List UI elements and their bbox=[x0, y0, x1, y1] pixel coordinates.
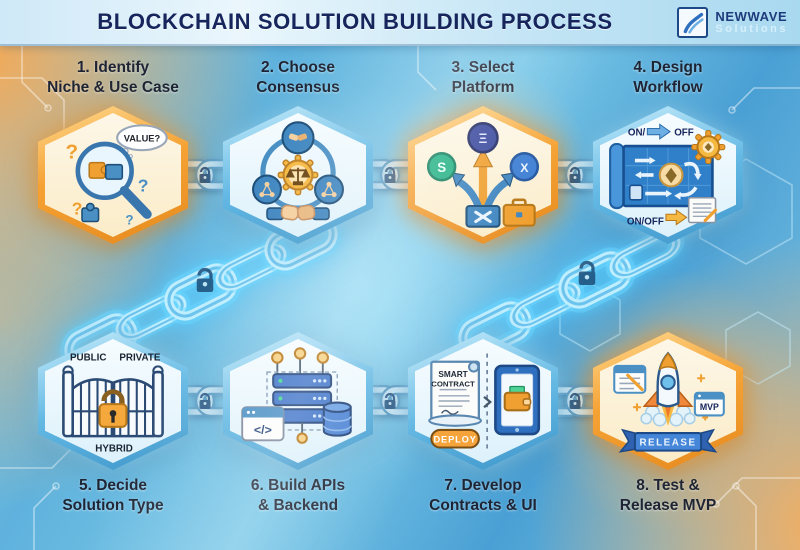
mvp-label: MVP bbox=[700, 402, 719, 412]
rocket-launch-icon: MVP RELEASE bbox=[613, 351, 725, 453]
value-bubble-label: VALUE? bbox=[124, 133, 161, 143]
contract-label: CONTRACT bbox=[431, 380, 475, 389]
blockchain-chain-right-icon bbox=[455, 218, 715, 358]
x-coin-label: X bbox=[520, 161, 529, 175]
hybrid-label: HYBRID bbox=[95, 444, 133, 455]
step-5-hexagon: PUBLIC PRIVATE bbox=[38, 332, 188, 470]
svg-text:?: ? bbox=[72, 198, 83, 218]
magnifier-puzzle-icon: VALUE? ? ? ? ? bbox=[65, 124, 168, 228]
toggle-on-label: ON/ bbox=[628, 128, 646, 139]
step-8-hexagon: MVP RELEASE bbox=[593, 332, 743, 470]
logo-brand: NEWWAVE bbox=[715, 8, 788, 24]
step-6-label: 6. Build APIs& Backend bbox=[250, 477, 346, 515]
toggle-off-label: OFF bbox=[674, 128, 694, 139]
logo-subtitle: Solutions bbox=[715, 22, 788, 35]
workflow-blueprint-icon: ON/ OFF bbox=[609, 123, 726, 228]
solana-coin-label: S bbox=[437, 160, 446, 175]
step-3-hexagon: Ξ S X bbox=[408, 106, 558, 244]
svg-text:?: ? bbox=[65, 140, 78, 163]
step-7-hexagon: SMART CONTRACT DEPLOY bbox=[408, 332, 558, 470]
consensus-network-icon bbox=[252, 121, 344, 221]
code-label: </> bbox=[254, 423, 272, 437]
smart-label: SMART bbox=[438, 370, 467, 379]
server-backend-icon: </> bbox=[241, 347, 352, 444]
smart-contract-ui-icon: SMART CONTRACT DEPLOY bbox=[428, 353, 541, 449]
step-2-hexagon bbox=[223, 106, 373, 244]
release-ribbon-label: RELEASE bbox=[639, 437, 696, 448]
blockchain-chain-left-icon bbox=[55, 210, 355, 370]
svg-text:?: ? bbox=[138, 176, 149, 196]
ethereum-coin-label: Ξ bbox=[479, 131, 488, 146]
platform-arrows-icon: Ξ S X bbox=[426, 122, 540, 228]
public-label: PUBLIC bbox=[70, 353, 106, 364]
step-8-label: 8. Test &Release MVP bbox=[619, 477, 717, 515]
logo-wave-icon bbox=[677, 7, 709, 38]
page-title: BLOCKCHAIN SOLUTION BUILDING PROCESS bbox=[97, 9, 613, 34]
toggle-bottom-label: ON/OFF bbox=[627, 217, 664, 228]
gate-lock-icon: PUBLIC PRIVATE bbox=[62, 353, 164, 455]
private-label: PRIVATE bbox=[119, 353, 160, 364]
logo: NEWWAVE Solutions bbox=[677, 7, 788, 38]
step-1-hexagon: VALUE? ? ? ? ? bbox=[38, 106, 188, 244]
deploy-button-label: DEPLOY bbox=[434, 434, 477, 444]
step-6-hexagon: </> bbox=[223, 332, 373, 470]
svg-text:?: ? bbox=[125, 213, 133, 228]
step-4-hexagon: ON/ OFF bbox=[593, 106, 743, 244]
title-band: BLOCKCHAIN SOLUTION BUILDING PROCESS NEW… bbox=[0, 0, 800, 46]
